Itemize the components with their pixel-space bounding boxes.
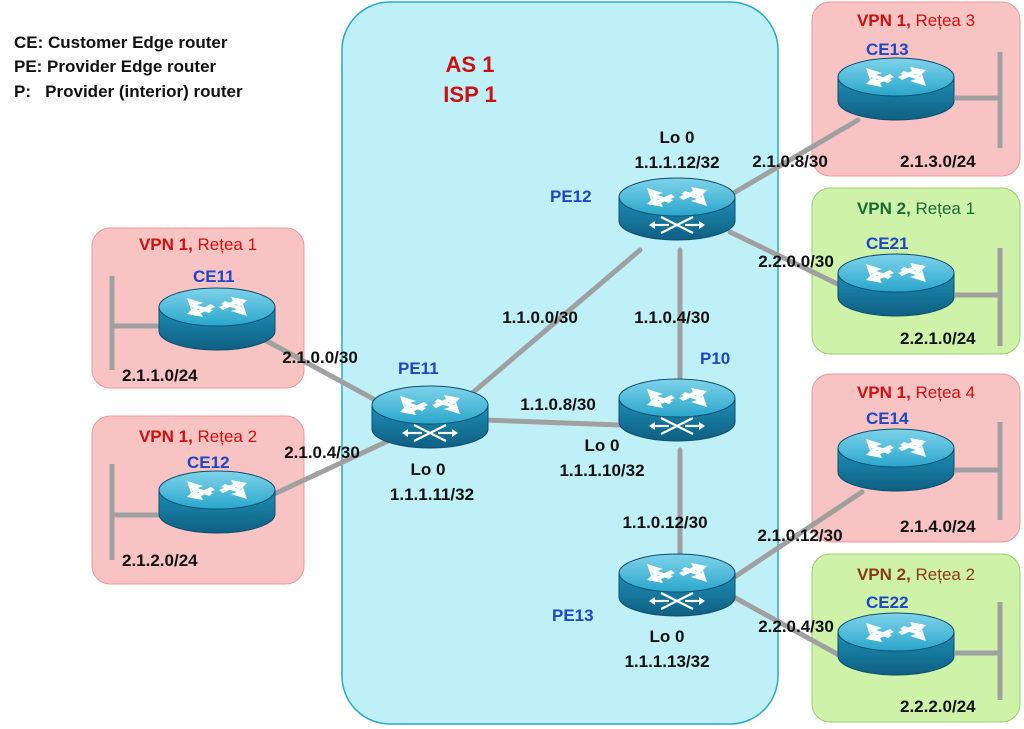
router-icon[interactable] bbox=[158, 287, 276, 351]
link-label-pe11-pe12: 1.1.0.0/30 bbox=[502, 308, 578, 327]
legend-pe: PE: Provider Edge router bbox=[14, 57, 217, 76]
link-label-pe12-ce13: 2.1.0.8/30 bbox=[752, 152, 828, 171]
lo-addr-pe12: 1.1.1.12/32 bbox=[634, 153, 719, 172]
router-icon[interactable] bbox=[837, 428, 955, 492]
lan-prefix-ce22: 2.2.2.0/24 bbox=[900, 697, 976, 716]
lo-label-p10: Lo 0 bbox=[585, 436, 620, 455]
link-pe13-ce22 bbox=[727, 592, 851, 663]
link-ce11-pe11 bbox=[262, 337, 393, 411]
site-title-ce11: VPN 1, Rețea 1 bbox=[139, 235, 257, 254]
lan-prefix-ce12: 2.1.2.0/24 bbox=[122, 551, 198, 570]
router-name-ce21: CE21 bbox=[866, 234, 909, 253]
lo-addr-pe13: 1.1.1.13/32 bbox=[624, 652, 709, 671]
lan-segment-icon bbox=[109, 276, 160, 370]
lan-segment-icon bbox=[955, 52, 1003, 148]
link-pe12-ce21 bbox=[727, 229, 853, 293]
lo-addr-p10: 1.1.1.10/32 bbox=[559, 461, 644, 480]
lan-prefix-ce11: 2.1.1.0/24 bbox=[122, 366, 198, 385]
lo-addr-pe11: 1.1.1.11/32 bbox=[390, 485, 474, 504]
link-label-pe12-ce21: 2.2.0.0/30 bbox=[758, 252, 834, 271]
link-pe11-p10 bbox=[482, 417, 623, 428]
link-label-pe13-ce14: 2.1.0.12/30 bbox=[757, 526, 842, 545]
router-name-pe13: PE13 bbox=[552, 606, 594, 625]
lan-prefix-ce14: 2.1.4.0/24 bbox=[900, 517, 976, 536]
site-title-ce12: VPN 1, Rețea 2 bbox=[139, 427, 257, 446]
router-icon[interactable] bbox=[837, 612, 955, 676]
lo-label-pe12: Lo 0 bbox=[660, 128, 695, 147]
lan-prefix-ce13: 2.1.3.0/24 bbox=[900, 152, 976, 171]
site-title-ce13: VPN 1, Rețea 3 bbox=[857, 11, 975, 30]
legend: CE: Customer Edge router PE: Provider Ed… bbox=[14, 33, 243, 101]
router-icon[interactable] bbox=[837, 57, 955, 121]
link-label-pe13-ce22: 2.2.0.4/30 bbox=[758, 617, 834, 636]
router-name-pe11: PE11 bbox=[398, 359, 439, 378]
link-label-ce12-pe11: 2.1.0.4/30 bbox=[284, 443, 360, 462]
router-name-ce12: CE12 bbox=[187, 453, 230, 472]
router-name-pe12: PE12 bbox=[550, 187, 592, 206]
link-label-ce11-pe11: 2.1.0.0/30 bbox=[282, 348, 358, 367]
lan-segment-icon bbox=[109, 464, 160, 560]
link-label-p10-pe13: 1.1.0.12/30 bbox=[622, 513, 707, 532]
link-label-pe11-p10: 1.1.0.8/30 bbox=[520, 395, 596, 414]
router-icon[interactable] bbox=[619, 554, 735, 616]
lan-prefix-ce21: 2.2.1.0/24 bbox=[900, 329, 976, 348]
router-name-ce11: CE11 bbox=[193, 267, 235, 286]
router-name-ce22: CE22 bbox=[866, 593, 909, 612]
lan-segment-icon bbox=[955, 602, 1003, 700]
link-pe12-ce13 bbox=[722, 117, 861, 201]
link-pe13-ce14 bbox=[727, 489, 865, 583]
router-icon[interactable] bbox=[837, 253, 955, 317]
router-name-p10: P10 bbox=[700, 349, 730, 368]
lan-segment-icon bbox=[955, 248, 1003, 346]
site-title-ce14: VPN 1, Rețea 4 bbox=[857, 383, 975, 402]
legend-ce: CE: Customer Edge router bbox=[14, 33, 228, 52]
router-icon[interactable] bbox=[372, 386, 488, 448]
legend-p: P: Provider (interior) router bbox=[14, 82, 243, 101]
router-name-ce14: CE14 bbox=[866, 409, 909, 428]
site-title-ce22: VPN 2, Rețea 2 bbox=[857, 565, 975, 584]
router-icon[interactable] bbox=[158, 470, 276, 534]
link-ce12-pe11 bbox=[269, 437, 393, 498]
lo-label-pe11: Lo 0 bbox=[411, 460, 446, 479]
lan-segments bbox=[109, 52, 1003, 700]
lan-segment-icon bbox=[955, 422, 1003, 520]
site-title-ce21: VPN 2, Rețea 1 bbox=[857, 199, 975, 218]
lo-label-pe13: Lo 0 bbox=[650, 627, 685, 646]
router-icon[interactable] bbox=[619, 178, 735, 240]
isp-title: ISP 1 bbox=[443, 82, 496, 107]
link-pe11-pe12 bbox=[467, 247, 643, 398]
router-name-ce13: CE13 bbox=[866, 40, 909, 59]
as-title: AS 1 bbox=[446, 52, 495, 77]
link-label-pe12-p10: 1.1.0.4/30 bbox=[634, 308, 710, 327]
router-icon[interactable] bbox=[619, 379, 735, 441]
links bbox=[262, 117, 865, 663]
